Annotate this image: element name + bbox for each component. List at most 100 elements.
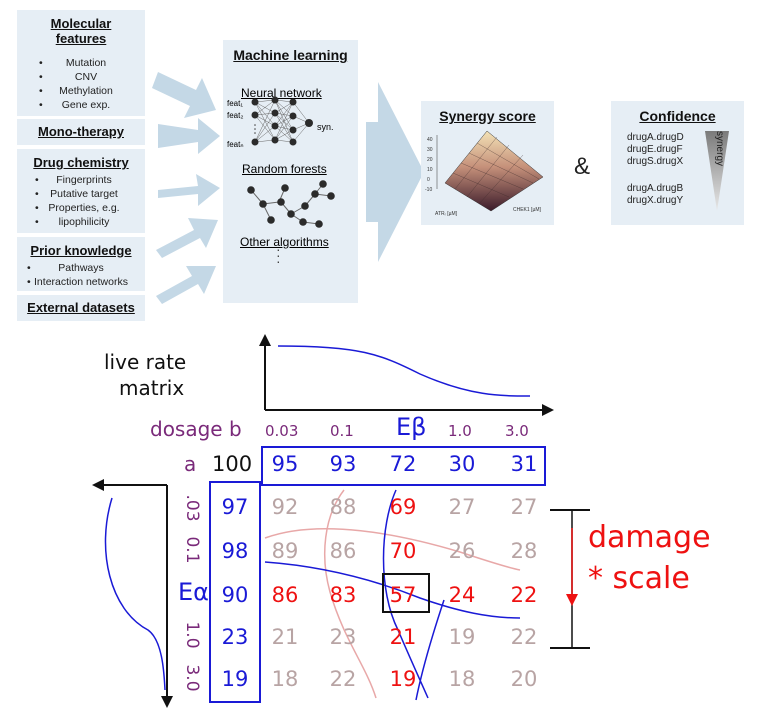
e-beta-cell: 95 <box>271 452 299 476</box>
synergy-surface-icon: 40 30 20 10 0 -10 ATRᵣ [µM] CHEK1 [µM] <box>425 130 544 217</box>
ellipsis-icon: ··· <box>276 241 281 269</box>
confidence-panel: Confidence drugA.drugD drugE.drugF drugS… <box>611 101 744 225</box>
highlight-cell <box>382 573 430 613</box>
z-tick: 0 <box>427 177 430 183</box>
e-beta-box <box>261 446 546 486</box>
col-dose: 1.0 <box>448 422 472 440</box>
synergy-bar-label: synergy <box>714 131 725 167</box>
matrix-cell: 83 <box>329 583 357 607</box>
corner-value: 100 <box>212 452 253 476</box>
matrix-cell: 23 <box>329 625 357 649</box>
matrix-cell: 22 <box>510 625 538 649</box>
list-item: Interaction networks <box>19 275 143 289</box>
row-dose: 0.1 <box>182 536 202 564</box>
input-panel-chemistry: Drug chemistry Fingerprints Putative tar… <box>17 149 145 233</box>
matrix-cell: 24 <box>448 583 476 607</box>
matrix-cell: 19 <box>389 667 417 691</box>
ampersand: & <box>574 153 591 180</box>
e-alpha-cell: 23 <box>221 625 249 649</box>
matrix-cell: 18 <box>271 667 299 691</box>
pair-label: drugA.drugB <box>627 183 684 194</box>
ml-title: Machine learning <box>233 47 348 63</box>
e-beta-cell: 30 <box>448 452 476 476</box>
chemistry-title: Drug chemistry <box>33 155 129 170</box>
list-item: Gene exp. <box>31 98 141 112</box>
list-item: Mutation <box>31 56 141 70</box>
z-tick: 40 <box>427 137 433 143</box>
z-tick: 20 <box>427 157 433 163</box>
arrow-icon <box>156 218 218 258</box>
top-curve <box>277 345 531 397</box>
matrix-cell: 19 <box>448 625 476 649</box>
matrix-cell: 22 <box>329 667 357 691</box>
matrix-cell: 70 <box>389 539 417 563</box>
pair-label: drugA.drugD <box>627 132 684 143</box>
isoline <box>264 527 521 571</box>
z-tick: -10 <box>425 187 432 193</box>
input-panel-prior: Prior knowledge Pathways Interaction net… <box>17 237 145 291</box>
matrix-cell: 27 <box>510 495 538 519</box>
matrix-cell: 26 <box>448 539 476 563</box>
prior-list: Pathways Interaction networks <box>19 261 143 289</box>
pair-label: drugE.drugF <box>627 144 683 155</box>
input-panel-mono: Mono-therapy <box>17 119 145 145</box>
e-alpha-cell: 97 <box>221 495 249 519</box>
col-dose: 3.0 <box>505 422 529 440</box>
e-beta-cell: 93 <box>329 452 357 476</box>
z-tick: 10 <box>427 167 433 173</box>
matrix-cell: 69 <box>389 495 417 519</box>
list-item: Methylation <box>31 84 141 98</box>
matrix-graphics <box>92 334 590 708</box>
scale-label: * scale <box>588 561 690 596</box>
matrix-cell: 88 <box>329 495 357 519</box>
nn-label: Neural network <box>241 86 322 100</box>
e-beta-cell: 72 <box>389 452 417 476</box>
e-beta-text: Eβ <box>396 413 427 441</box>
neural-network-icon <box>251 96 313 146</box>
syn-label: syn. <box>317 122 334 132</box>
ml-panel: Machine learning Neural network feat₁ fe… <box>223 40 358 303</box>
matrix-cell: 57 <box>389 583 417 607</box>
matrix-cell: 18 <box>448 667 476 691</box>
e-alpha-cell: 98 <box>221 539 249 563</box>
e-alpha-text: Eα <box>178 578 209 606</box>
e-alpha-cell: 19 <box>221 667 249 691</box>
other-label: Other algorithms <box>240 235 329 249</box>
col-dose: 0.1 <box>330 422 354 440</box>
row-dose: 3.0 <box>182 664 202 692</box>
random-forest-icon <box>247 180 335 228</box>
live-rate-label: live rate <box>104 350 187 374</box>
prior-title: Prior knowledge <box>30 243 132 258</box>
matrix-cell: 89 <box>271 539 299 563</box>
e-alpha-cell: 90 <box>221 583 249 607</box>
molecular-list: Mutation CNV Methylation Gene exp. <box>31 56 141 112</box>
matrix-cell: 28 <box>510 539 538 563</box>
feat1-label: feat₁ <box>227 99 244 108</box>
isoline <box>264 561 521 619</box>
left-curve <box>104 497 166 691</box>
list-item: Putative target <box>27 187 141 201</box>
e-alpha-box <box>209 481 261 703</box>
synergy-gradient-icon <box>705 131 729 211</box>
dosage-b-label: dosage b <box>150 417 242 441</box>
list-item: lipophilicity <box>27 215 141 229</box>
z-tick: 30 <box>427 147 433 153</box>
isoline <box>415 599 445 701</box>
matrix-cell: 92 <box>271 495 299 519</box>
list-item: CNV <box>31 70 141 84</box>
featn-label: featₙ <box>227 140 244 149</box>
chemistry-list: Fingerprints Putative target Properties,… <box>27 173 141 229</box>
arrow-icon <box>158 118 220 154</box>
matrix-cell: 21 <box>389 625 417 649</box>
arrow-icon <box>156 266 216 304</box>
feat2-label: feat₂ <box>227 111 244 120</box>
matrix-cell: 27 <box>448 495 476 519</box>
pair-label: drugX.drugY <box>627 195 684 206</box>
synergy-panel: Synergy score 40 30 20 10 0 -10 ATRᵣ [µM… <box>421 101 554 225</box>
mono-title: Mono-therapy <box>38 124 124 139</box>
external-title: External datasets <box>27 300 135 315</box>
isoline <box>323 489 377 699</box>
a-label: a <box>184 452 197 476</box>
x-axis-label: ATRᵣ [µM] <box>435 211 458 217</box>
e-alpha-label: Eα <box>178 578 209 606</box>
